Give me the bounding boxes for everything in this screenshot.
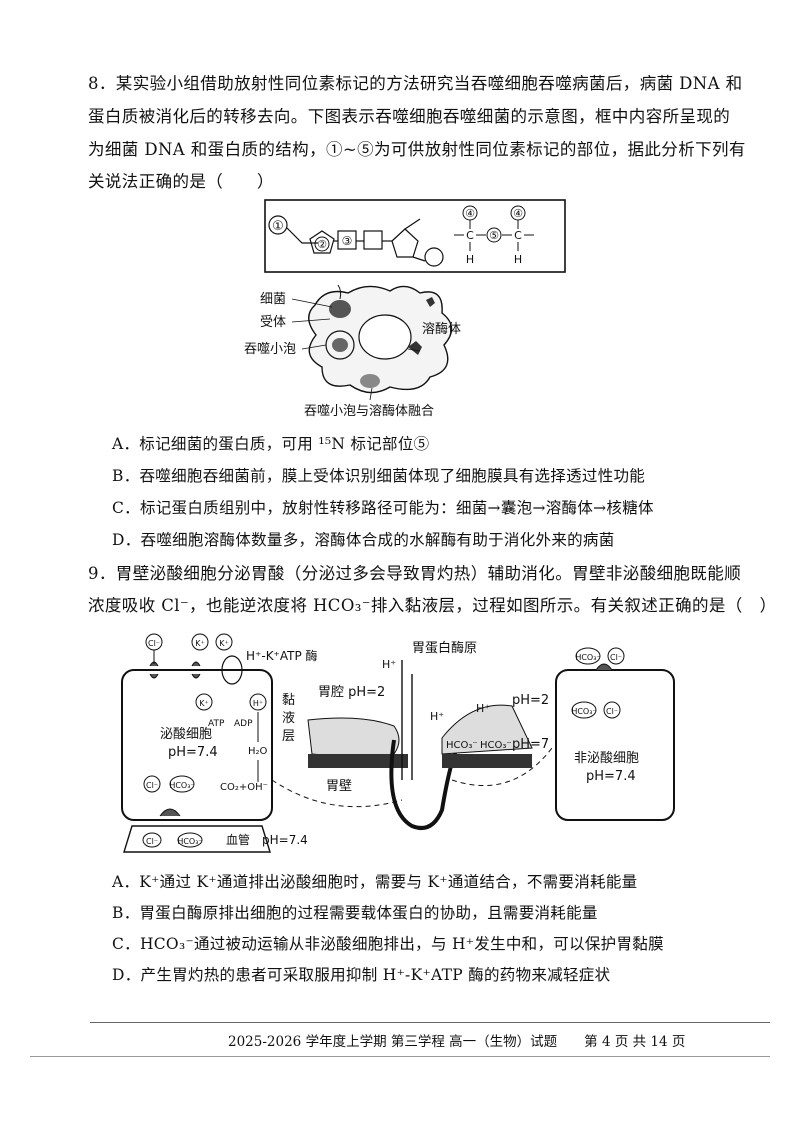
h2o-label: H₂O: [248, 746, 268, 757]
ion-h-lumen-2: H⁺: [430, 710, 444, 723]
atp-label: ATP: [208, 719, 225, 729]
label-receptor: 受体: [260, 315, 286, 330]
bacterium: [329, 300, 351, 318]
ion-cl-top: Cl⁻: [148, 639, 160, 648]
acid-cell-ph: pH=7.4: [168, 745, 218, 760]
q8-option-c: C．标记蛋白质组别中，放射性转移路径可能为：细菌→囊泡→溶酶体→核糖体: [112, 499, 654, 517]
non-acid-cell-ph: pH=7.4: [586, 769, 636, 784]
label-lysosome: 溶酶体: [422, 321, 461, 337]
ion-hco3-vessel: HCO₃⁻: [177, 837, 202, 846]
mucus-char-3: 层: [282, 729, 295, 744]
acid-cell-name: 泌酸细胞: [160, 727, 212, 742]
mark-5: ⑤: [489, 229, 499, 242]
q9-figure: 泌酸细胞 pH=7.4 Cl⁻ K⁺ K⁺ H⁺-K⁺ATP 酶 K⁺ H⁺ A…: [121, 633, 675, 853]
q9-stem-line-1: 9．胃壁泌酸细胞分泌胃酸（分泌过多会导致胃灼热）辅助消化。胃壁非泌酸细胞既能顺: [88, 564, 742, 583]
mark-2: ②: [317, 238, 327, 251]
non-acid-cell-name: 非泌酸细胞: [574, 751, 639, 766]
q9-option-d: D．产生胃灼热的患者可采取服用抑制 H⁺-K⁺ATP 酶的药物来减轻症状: [112, 966, 611, 984]
ion-hco3-right-top: HCO₃⁻: [575, 653, 600, 662]
ph2-label: pH=2: [512, 693, 549, 708]
proton-pump: [221, 655, 243, 685]
wall-right: [442, 754, 532, 768]
atom-h1: H: [466, 253, 474, 266]
label-phagosome: 吞噬小泡: [244, 342, 296, 357]
nucleus: [358, 314, 412, 360]
ion-cl-bottom: Cl⁻: [146, 781, 158, 790]
ion-hco3-mucus-2: HCO₃⁻: [480, 740, 512, 751]
q8-option-a: A．标记细菌的蛋白质，可用 ¹⁵N 标记部位⑤: [112, 435, 430, 453]
pump-label: H⁺-K⁺ATP 酶: [246, 648, 318, 663]
q9-stem-line-2: 浓度吸收 Cl⁻，也能逆浓度将 HCO₃⁻排入黏液层，过程如图所示。有关叙述正确…: [88, 596, 777, 615]
atom-c1: C: [466, 229, 474, 242]
wall-label: 胃壁: [326, 779, 352, 794]
mark-4b: ④: [513, 207, 523, 220]
ph7-label: pH=7: [512, 737, 549, 752]
adp-label: ADP: [234, 719, 253, 729]
blood-vessel: [123, 825, 271, 853]
footer-rule-top: [90, 1022, 770, 1023]
ion-k-inside: K⁺: [199, 699, 208, 708]
q8-stem-line-3: 为细菌 DNA 和蛋白质的结构，①~⑤为可供放射性同位素标记的部位，据此分析下列…: [88, 140, 746, 159]
mucus-left: [307, 717, 400, 757]
lumen-label: 胃腔 pH=2: [318, 685, 385, 700]
atom-h2: H: [514, 253, 522, 266]
mucus-char-2: 液: [282, 711, 295, 726]
label-bacterium: 细菌: [260, 292, 286, 307]
mucus-char-1: 黏: [282, 692, 295, 708]
page-footer: 2025-2026 学年度上学期 第三学程 高一（生物）试题 第 4 页 共 1…: [228, 1034, 686, 1050]
mark-3: ③: [342, 234, 353, 248]
mucus-right: [441, 704, 533, 755]
pepsinogen-label: 胃蛋白酶原: [412, 640, 477, 656]
q9-option-b: B．胃蛋白酶原排出细胞的过程需要载体蛋白的协助，且需要消耗能量: [112, 904, 598, 922]
ion-h-lumen-1: H⁺: [382, 658, 396, 671]
ion-h-lumen-3: H⁺: [476, 702, 490, 715]
ion-h-inside: H⁺: [253, 699, 263, 708]
q8-option-d: D．吞噬细胞溶酶体数量多，溶酶体合成的水解酶有助于消化外来的病菌: [112, 531, 615, 549]
atom-c2: C: [514, 229, 522, 242]
vessel-ph: pH=7.4: [262, 833, 308, 847]
mark-1: ①: [272, 219, 284, 234]
molecule-box: [264, 199, 566, 273]
q9-option-c: C．HCO₃⁻通过被动运输从非泌酸细胞排出，与 H⁺发生中和，可以保护胃黏膜: [112, 935, 664, 953]
ion-hco3-bottom: HCO₃⁻: [169, 781, 194, 790]
ion-k-top-2: K⁺: [219, 639, 228, 648]
mark-4a: ④: [465, 207, 475, 220]
q8-stem-line-4: 关说法正确的是（ ）: [88, 172, 274, 191]
q8-option-b: B．吞噬细胞吞细菌前，膜上受体识别细菌体现了细胞膜具有选择透过性功能: [112, 467, 646, 485]
q8-stem-line-2: 蛋白质被消化后的转移去向。下图表示吞噬细胞吞噬细菌的示意图，框中内容所呈现的: [88, 107, 731, 126]
q8-stem-line-1: 8．某实验小组借助放射性同位素标记的方法研究当吞噬细胞吞噬病菌后，病菌 DNA …: [88, 74, 743, 93]
ion-hco3-mucus-1: HCO₃⁻: [446, 740, 478, 751]
non-acid-cell: [555, 669, 675, 821]
q8-figure: ① ② ③ ④ C ⑤ C ④ H H 细菌 受体 吞噬小泡 溶酶体 吞噬小泡与…: [244, 199, 566, 419]
q9-option-a: A．K⁺通过 K⁺通道排出泌酸细胞时，需要与 K⁺通道结合，不需要消耗能量: [112, 873, 638, 891]
vessel-label: 血管: [226, 832, 250, 847]
ion-k-top-1: K⁺: [195, 639, 204, 648]
ion-cl-right-in: Cl⁻: [606, 707, 618, 716]
label-fusion: 吞噬小泡与溶酶体融合: [304, 403, 434, 419]
wall-left: [308, 754, 408, 768]
lysosome: [408, 341, 422, 355]
ion-cl-vessel: Cl⁻: [146, 837, 158, 846]
ion-cl-right-top: Cl⁻: [610, 653, 622, 662]
footer-rule-bottom: [30, 1056, 770, 1057]
acid-secreting-cell: [121, 669, 273, 821]
ion-hco3-right-in: HCO₃⁻: [571, 707, 596, 716]
co2oh-label: CO₂+OH⁻: [220, 782, 268, 793]
